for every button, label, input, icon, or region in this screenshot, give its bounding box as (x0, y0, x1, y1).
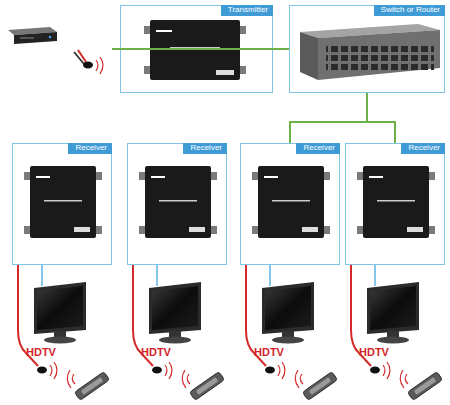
box-heading: Transmitter (221, 5, 273, 16)
ir-cable (74, 52, 84, 64)
receiver-set (18, 166, 110, 400)
receiver-box: Receiver (345, 143, 445, 265)
ir-waves (96, 57, 103, 74)
box-heading: Receiver (183, 143, 227, 154)
device-logo (156, 30, 172, 32)
box-heading: Receiver (401, 143, 445, 154)
network-cable (273, 48, 289, 50)
box-heading: Switch or Router (374, 5, 445, 16)
receiver-box: Receiver (127, 143, 227, 265)
player-front (14, 32, 57, 44)
network-cable (112, 48, 289, 50)
device-label: HDTV (254, 346, 284, 358)
receiver-box: Receiver (12, 143, 112, 265)
receiver-set (246, 166, 338, 400)
device-label: HDTV (141, 346, 171, 358)
ir-sensor (83, 62, 93, 69)
player-led (49, 36, 51, 38)
device-label: HDTV (359, 346, 389, 358)
transmitter-box: Transmitter (120, 5, 273, 93)
receiver-box: Receiver (240, 143, 340, 265)
switch-ports (326, 44, 434, 70)
network-cable (227, 48, 289, 50)
player-tray (20, 37, 34, 39)
network-cable (367, 93, 395, 143)
transmitter-device (150, 20, 240, 80)
device-sticker (216, 70, 234, 75)
switch-front (318, 30, 440, 80)
device-label: HDTV (26, 346, 56, 358)
receiver-set (351, 166, 443, 400)
device-print (170, 47, 220, 49)
switch-side (300, 32, 318, 80)
box-heading: Receiver (68, 143, 112, 154)
box-heading: Receiver (296, 143, 340, 154)
network-cable (290, 93, 367, 143)
ir-cable (78, 50, 86, 62)
switch-box: Switch or Router (289, 5, 445, 93)
receiver-set (133, 166, 225, 400)
